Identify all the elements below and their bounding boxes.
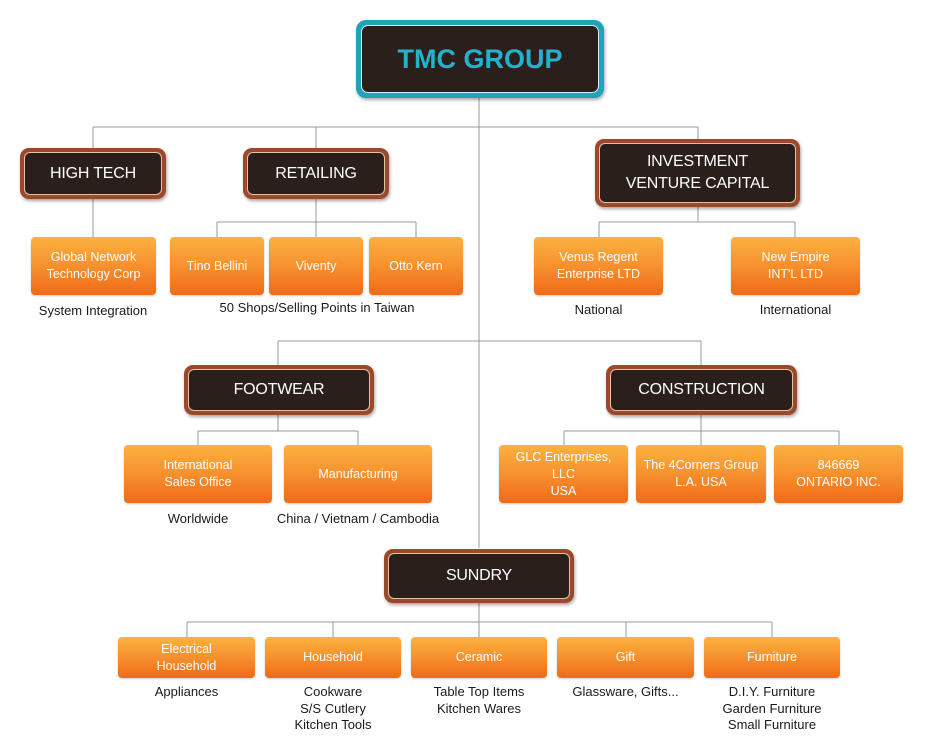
company-global-network: Global Network Technology Corp [31, 237, 156, 295]
company-note: China / Vietnam / Cambodia [276, 511, 440, 526]
root-title: TMC GROUP [361, 25, 599, 93]
company-note: Worldwide [167, 511, 229, 526]
category-title: FOOTWEAR [188, 369, 370, 411]
company-electrical-household: Electrical Household [118, 637, 255, 678]
category-retailing: RETAILING [243, 148, 389, 199]
company-note: National [574, 302, 623, 317]
category-construction: CONSTRUCTION [606, 365, 797, 415]
company-venus-regent: Venus Regent Enterprise LTD [534, 237, 663, 295]
category-title: HIGH TECH [24, 152, 162, 195]
category-investment: INVESTMENT VENTURE CAPITAL [595, 139, 800, 207]
company-gift: Gift [557, 637, 694, 678]
root-node: TMC GROUP [356, 20, 604, 98]
company-tino-bellini: Tino Bellini [170, 237, 264, 295]
company-viventy: Viventy [269, 237, 363, 295]
company-note: D.I.Y. Furniture Garden Furniture Small … [722, 684, 822, 732]
company-ceramic: Ceramic [411, 637, 547, 678]
company-note: Appliances [154, 684, 219, 699]
category-title: INVESTMENT VENTURE CAPITAL [599, 143, 796, 203]
company-note: Table Top Items Kitchen Wares [433, 684, 525, 716]
company-new-empire: New Empire INT'L LTD [731, 237, 860, 295]
category-title: SUNDRY [388, 553, 570, 599]
company-4corners-group: The 4Corners Group L.A. USA [636, 445, 766, 503]
company-furniture: Furniture [704, 637, 840, 678]
company-intl-sales-office: International Sales Office [124, 445, 272, 503]
category-title: CONSTRUCTION [610, 369, 793, 411]
retailing-note: 50 Shops/Selling Points in Taiwan [219, 300, 415, 315]
category-title: RETAILING [247, 152, 385, 195]
company-846669-ontario: 846669 ONTARIO INC. [774, 445, 903, 503]
category-footwear: FOOTWEAR [184, 365, 374, 415]
company-glc-enterprises: GLC Enterprises, LLC USA [499, 445, 628, 503]
company-otto-kern: Otto Kern [369, 237, 463, 295]
company-household: Household [265, 637, 401, 678]
company-note: System Integration [38, 303, 148, 318]
company-manufacturing: Manufacturing [284, 445, 432, 503]
category-sundry: SUNDRY [384, 549, 574, 603]
company-note: International [759, 302, 832, 317]
category-high-tech: HIGH TECH [20, 148, 166, 199]
company-note: Glassware, Gifts... [572, 684, 679, 699]
company-note: Cookware S/S Cutlery Kitchen Tools [294, 684, 372, 732]
